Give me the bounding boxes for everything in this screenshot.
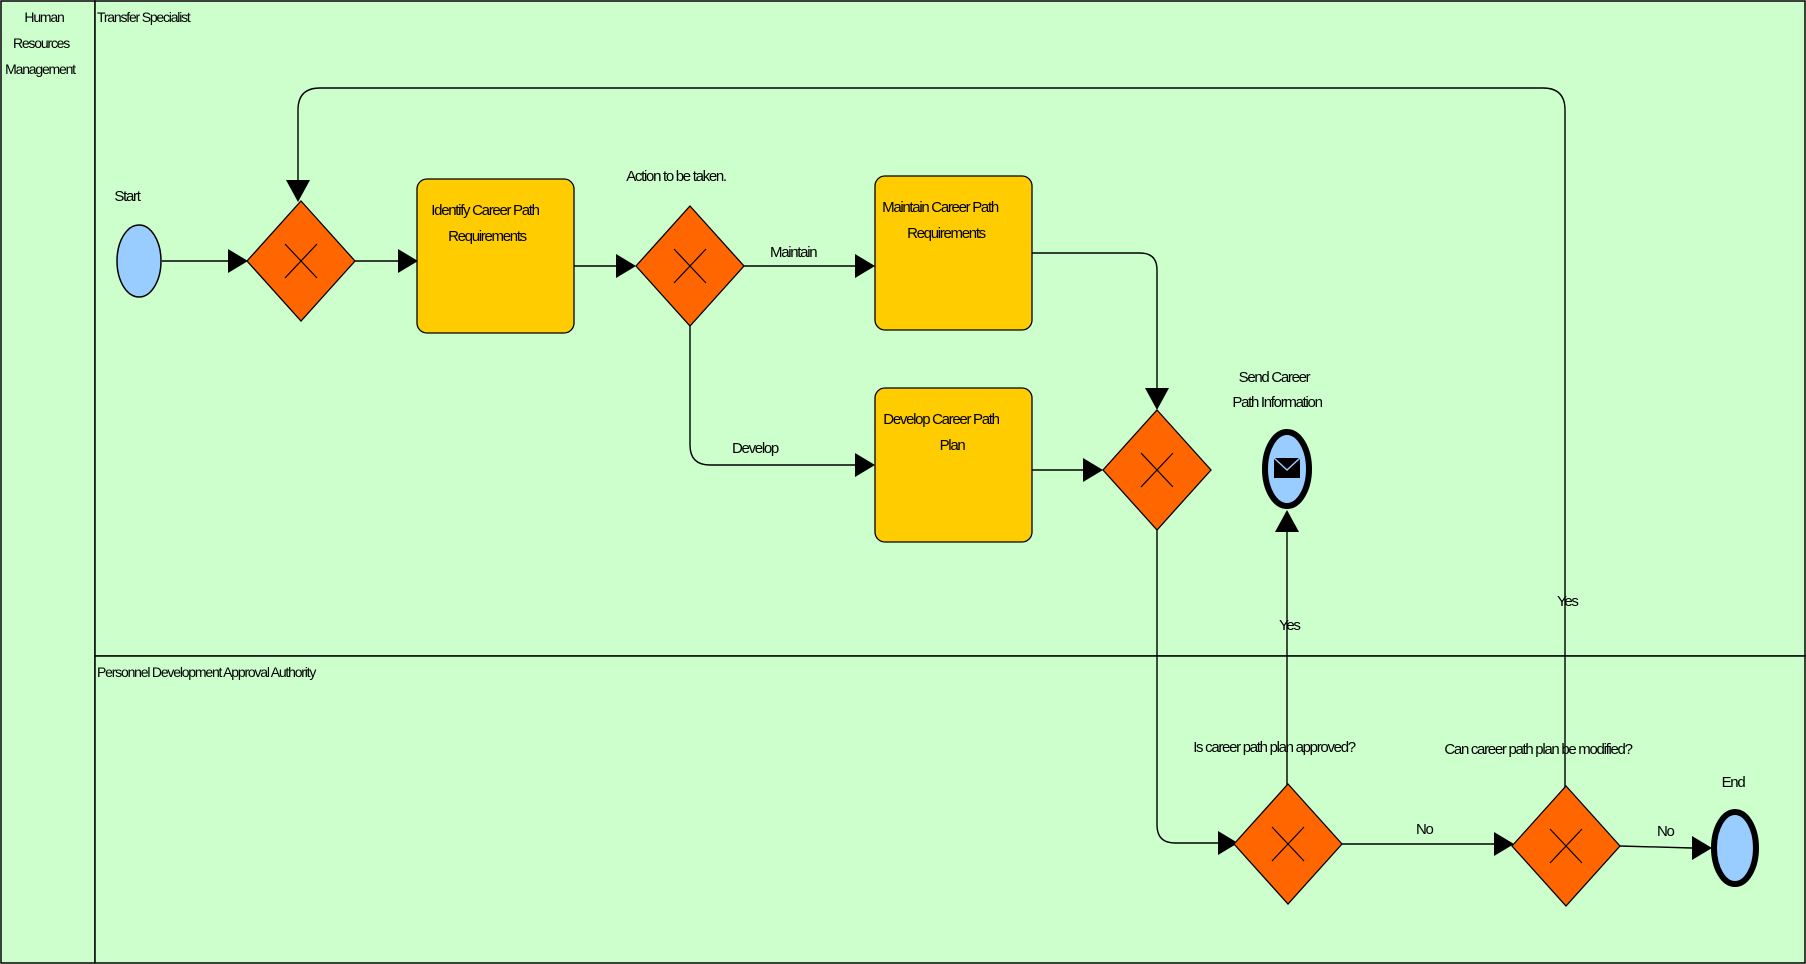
lane-approval-authority <box>94 655 1806 964</box>
task-identify-label-line2: Requirements <box>448 228 527 245</box>
end-event-label: End <box>1722 774 1746 791</box>
merge-gateway <box>246 200 356 322</box>
arrowhead <box>1275 510 1299 532</box>
flow-join-to-approved <box>1156 530 1218 844</box>
task-develop-label-line1: Develop Career Path <box>883 411 999 428</box>
flow-label-maintain: Maintain <box>770 244 817 261</box>
task-maintain-career-path <box>874 175 1033 331</box>
flow-action-to-develop <box>689 326 855 466</box>
start-event-label: Start <box>114 188 141 205</box>
modify-gateway-label: Can career path plan be modified? <box>1444 741 1632 758</box>
arrowhead <box>1218 831 1238 855</box>
arrowhead <box>398 249 418 273</box>
approved-gateway-label: Is career path plan approved? <box>1193 739 1356 756</box>
approved-gateway <box>1233 783 1343 905</box>
modify-gateway <box>1511 785 1621 907</box>
flow-label-develop: Develop <box>732 440 779 457</box>
flow-modify-yes <box>297 87 1566 790</box>
send-event-label-line1: Send Career <box>1239 369 1311 386</box>
flow-label-modify-yes: Yes <box>1557 593 1578 610</box>
pool-label-line3: Management <box>5 61 76 77</box>
task-develop-career-path <box>874 387 1033 543</box>
pool-label-line2: Resources <box>13 35 70 51</box>
join-gateway <box>1102 409 1212 531</box>
flow-modify-no <box>1619 845 1693 849</box>
arrowhead <box>855 254 875 278</box>
task-identify-career-path <box>416 178 575 334</box>
flow-label-approved-yes: Yes <box>1279 617 1300 634</box>
action-gateway <box>635 205 745 327</box>
arrowhead <box>855 453 875 477</box>
task-maintain-label-line2: Requirements <box>907 225 986 242</box>
send-event-label-line2: Path Information <box>1232 394 1322 411</box>
task-maintain-label-line1: Maintain Career Path <box>882 199 999 216</box>
lane-label-transfer-specialist: Transfer Specialist <box>97 9 191 25</box>
flow-maintain-to-join <box>1032 252 1158 388</box>
task-identify-label-line1: Identify Career Path <box>431 202 539 219</box>
pool-label-line1: Human <box>24 9 64 25</box>
action-gateway-label: Action to be taken. <box>626 168 726 185</box>
flow-label-modify-no: No <box>1657 823 1675 840</box>
arrowhead <box>286 180 310 202</box>
arrowhead <box>228 249 248 273</box>
arrowhead <box>1083 458 1103 482</box>
send-message-event <box>1262 429 1312 509</box>
arrowhead <box>1494 832 1514 856</box>
arrowhead <box>616 254 636 278</box>
pool-header <box>0 0 96 964</box>
arrowhead <box>1692 836 1712 860</box>
envelope-icon <box>1273 457 1301 478</box>
lane-label-approval-authority: Personnel Development Approval Authority <box>97 664 316 680</box>
flow-label-approved-no: No <box>1416 821 1434 838</box>
arrowhead <box>1145 388 1169 410</box>
task-develop-label-line2: Plan <box>940 437 966 454</box>
end-event <box>1711 809 1759 887</box>
start-event <box>116 224 162 298</box>
